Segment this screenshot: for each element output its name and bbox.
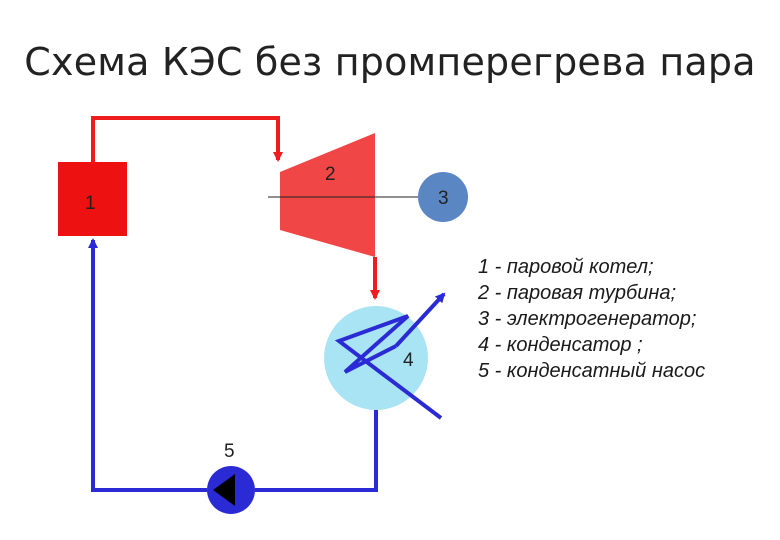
legend-item: 2 - паровая турбина; xyxy=(478,282,677,304)
steam-line-boiler-to-turbine xyxy=(91,116,283,162)
legend-item: 1 - паровой котел; xyxy=(478,256,654,278)
label-generator: 3 xyxy=(438,188,449,209)
boiler xyxy=(58,162,127,236)
legend-item: 4 - конденсатор ; xyxy=(478,334,643,356)
turbine xyxy=(280,133,375,257)
pump-arrow-icon xyxy=(213,474,235,506)
cooling-water-coil xyxy=(334,314,443,420)
legend: 1 - паровой котел; 2 - паровая турбина; … xyxy=(478,254,705,384)
condensate-line-condenser-to-pump xyxy=(255,410,378,492)
label-condenser: 4 xyxy=(403,350,414,371)
label-turbine: 2 xyxy=(325,164,336,185)
feedwater-line-pump-to-boiler xyxy=(88,238,207,492)
cooling-water-outlet xyxy=(394,292,446,348)
legend-item: 3 - электрогенератор; xyxy=(478,308,697,330)
label-pump: 5 xyxy=(224,441,235,462)
generator xyxy=(418,172,468,222)
legend-item: 5 - конденсатный насос xyxy=(478,360,706,382)
slide-title: Схема КЭС без промперегрева пара xyxy=(24,40,756,84)
label-boiler: 1 xyxy=(85,193,96,214)
